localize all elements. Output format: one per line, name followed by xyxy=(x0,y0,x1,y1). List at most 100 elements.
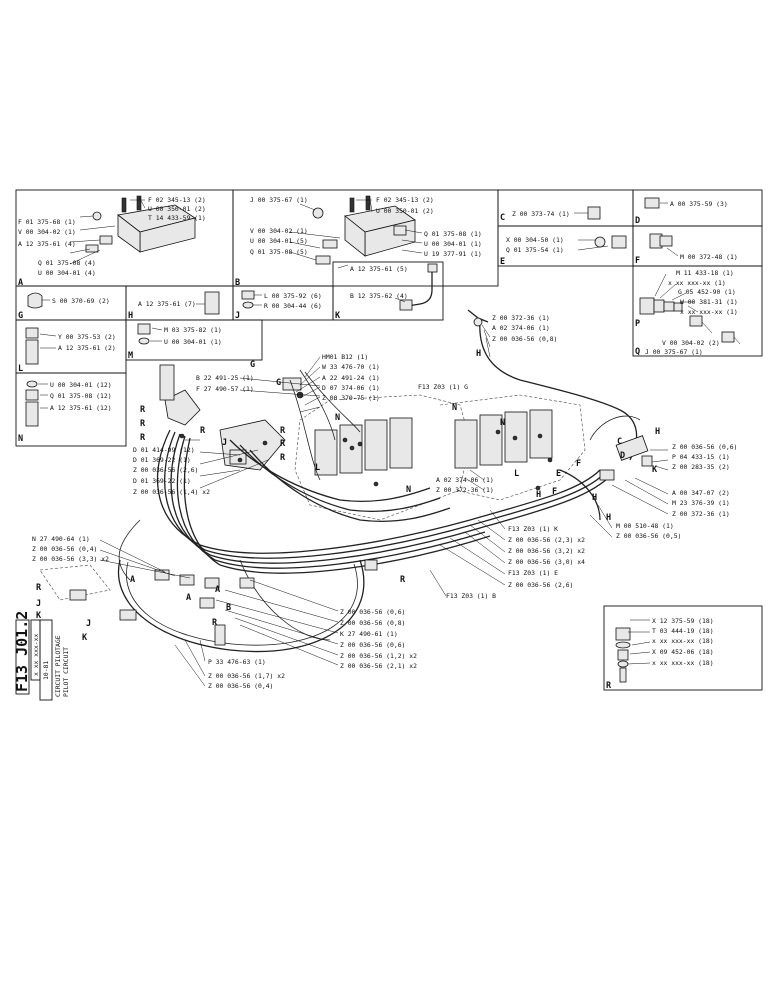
svg-text:U 19 377-91 (1): U 19 377-91 (1) xyxy=(424,250,482,258)
svg-text:A: A xyxy=(18,278,23,288)
inset-letters: A B C D E F G H J K L M N P Q R xyxy=(18,213,640,691)
svg-text:P 04 433-15 (1): P 04 433-15 (1) xyxy=(672,453,730,461)
svg-text:V 00 304-02 (2): V 00 304-02 (2) xyxy=(662,339,720,347)
svg-text:H: H xyxy=(128,311,133,321)
svg-text:Z 00 372-36 (1): Z 00 372-36 (1) xyxy=(436,486,494,494)
svg-text:A 12 375-61 (7): A 12 375-61 (7) xyxy=(138,300,196,308)
svg-text:U 00 350-01 (2): U 00 350-01 (2) xyxy=(376,207,434,215)
svg-text:Z 00 036-56 (1,2) x2: Z 00 036-56 (1,2) x2 xyxy=(340,652,417,660)
svg-text:Z 00 370-75 (1): Z 00 370-75 (1) xyxy=(322,394,380,402)
svg-text:R: R xyxy=(280,426,286,436)
svg-text:P 33 476-63 (1): P 33 476-63 (1) xyxy=(208,658,266,666)
svg-text:R: R xyxy=(200,426,206,436)
inset-j: L 00 375-92 (6) R 00 304-44 (6) xyxy=(241,290,322,310)
svg-text:K: K xyxy=(36,611,42,621)
svg-text:Z 00 372-36 (1): Z 00 372-36 (1) xyxy=(672,510,730,518)
svg-text:J: J xyxy=(86,619,91,629)
inset-q: J 00 375-67 (1) xyxy=(645,348,703,356)
svg-text:D: D xyxy=(620,451,625,461)
svg-text:Z 00 373-74 (1): Z 00 373-74 (1) xyxy=(512,210,570,218)
svg-text:F13 Z03 (1) K: F13 Z03 (1) K xyxy=(508,525,558,533)
svg-text:M 23 376-39 (1): M 23 376-39 (1) xyxy=(672,499,730,507)
svg-text:K: K xyxy=(335,311,341,321)
svg-text:U 00 304-01 (5): U 00 304-01 (5) xyxy=(250,237,308,245)
inset-n: U 00 304-01 (12) Q 01 375-08 (12) A 12 3… xyxy=(25,380,112,427)
svg-text:J 00 375-67 (1): J 00 375-67 (1) xyxy=(250,196,308,204)
svg-text:J: J xyxy=(235,311,240,321)
inset-g: S 00 370-69 (2) xyxy=(27,292,110,309)
svg-text:R: R xyxy=(280,439,286,449)
inset-a: F 02 345-13 (2) U 00 350-01 (2) T 14 433… xyxy=(18,195,206,277)
svg-text:B: B xyxy=(226,603,231,613)
svg-text:B 22 491-25 (1): B 22 491-25 (1) xyxy=(196,374,254,382)
svg-text:Z 00 036-56 (2,3) x2: Z 00 036-56 (2,3) x2 xyxy=(508,536,585,544)
svg-text:X 00 304-50 (1): X 00 304-50 (1) xyxy=(506,236,564,244)
svg-text:A 00 347-07 (2): A 00 347-07 (2) xyxy=(672,489,730,497)
mid-callouts: A 02 374-06 (1) Z 00 372-36 (1) F13 Z03 … xyxy=(436,476,585,600)
svg-text:F13 Z03 (1) E: F13 Z03 (1) E xyxy=(508,569,558,577)
inset-b: J 00 375-67 (1) F 02 345-13 (2) U 00 350… xyxy=(250,195,482,273)
right-callouts: Z 00 036-56 (0,6) P 04 433-15 (1) Z 00 2… xyxy=(616,443,737,540)
inset-c: Z 00 373-74 (1) xyxy=(512,206,601,220)
title-fr: CIRCUIT PILOTAGE xyxy=(54,635,62,697)
top-right-callouts: Z 00 372-36 (1) A 02 374-06 (1) Z 00 036… xyxy=(492,314,557,343)
svg-text:H: H xyxy=(592,493,597,503)
svg-text:A 22 491-24 (1): A 22 491-24 (1) xyxy=(322,374,380,382)
svg-text:Q 01 375-08 (12): Q 01 375-08 (12) xyxy=(50,392,112,400)
svg-text:Z 00 036-56 (0,8): Z 00 036-56 (0,8) xyxy=(340,619,405,627)
svg-text:x xx xxx-xx (18): x xx xxx-xx (18) xyxy=(652,637,714,645)
svg-text:Q 01 375-08 (1): Q 01 375-08 (1) xyxy=(424,230,482,238)
svg-text:F 27 490-57 (1): F 27 490-57 (1) xyxy=(196,385,254,393)
svg-text:D 01 369-22 (1): D 01 369-22 (1) xyxy=(133,477,191,485)
inset-p: M 11 433-18 (1) x xx xxx-xx (1) G 05 452… xyxy=(639,269,741,347)
svg-text:T 03 444-19 (18): T 03 444-19 (18) xyxy=(652,627,714,635)
svg-text:Z 00 036-56 (2,1) x2: Z 00 036-56 (2,1) x2 xyxy=(340,662,417,670)
svg-text:R: R xyxy=(280,453,286,463)
svg-text:J: J xyxy=(36,599,41,609)
inset-grid xyxy=(15,189,763,691)
svg-text:D 07 374-06 (1): D 07 374-06 (1) xyxy=(322,384,380,392)
svg-text:A 02 374-06 (1): A 02 374-06 (1) xyxy=(492,324,550,332)
svg-text:H: H xyxy=(476,349,481,359)
svg-text:R: R xyxy=(606,681,612,691)
svg-text:J 00 375-67 (1): J 00 375-67 (1) xyxy=(645,348,703,356)
svg-text:R: R xyxy=(140,433,146,443)
svg-text:Q 01 375-08 (5): Q 01 375-08 (5) xyxy=(250,248,308,256)
position-letters: G G R R R R R R R J L N N R N N H L E F … xyxy=(36,349,660,643)
svg-text:L 00 375-92 (6): L 00 375-92 (6) xyxy=(264,292,322,300)
title-block: F13 J01.2 x xx xxx-xx 10-81 CIRCUIT PILO… xyxy=(13,611,70,701)
svg-text:F: F xyxy=(576,459,581,469)
inset-r: X 12 375-59 (18) T 03 444-19 (18) x xx x… xyxy=(615,617,714,683)
svg-text:J: J xyxy=(222,438,227,448)
svg-text:Z 00 036-56 (0,6): Z 00 036-56 (0,6) xyxy=(340,641,405,649)
inset-f: M 00 372-48 (1) xyxy=(649,233,738,261)
svg-text:A 12 375-61 (5): A 12 375-61 (5) xyxy=(350,265,408,273)
svg-text:H: H xyxy=(606,513,611,523)
sheet-reference: F13 J01.2 xyxy=(13,611,31,692)
svg-text:K: K xyxy=(652,465,658,475)
svg-text:K 27 490-61 (1): K 27 490-61 (1) xyxy=(340,630,398,638)
svg-text:A 12 375-61 (2): A 12 375-61 (2) xyxy=(58,344,116,352)
svg-text:N: N xyxy=(335,413,340,423)
svg-text:Z 00 036-56 (0,6): Z 00 036-56 (0,6) xyxy=(340,608,405,616)
svg-text:Y 00 375-53 (2): Y 00 375-53 (2) xyxy=(58,333,116,341)
svg-text:A: A xyxy=(130,575,135,585)
svg-text:Q: Q xyxy=(635,347,640,357)
svg-text:x xx xxx-xx (18): x xx xxx-xx (18) xyxy=(652,659,714,667)
svg-text:K: K xyxy=(82,633,88,643)
svg-text:M: M xyxy=(128,351,133,361)
svg-text:N: N xyxy=(406,485,411,495)
svg-text:D: D xyxy=(635,216,640,226)
svg-text:M 00 510-48 (1): M 00 510-48 (1) xyxy=(616,522,674,530)
svg-text:Z 00 036-56 (0,4): Z 00 036-56 (0,4) xyxy=(208,682,273,690)
svg-text:R: R xyxy=(400,575,406,585)
svg-text:A 02 374-06 (1): A 02 374-06 (1) xyxy=(436,476,494,484)
svg-text:V 00 304-02 (1): V 00 304-02 (1) xyxy=(18,228,76,236)
inset-e: X 00 304-50 (1) Q 01 375-54 (1) xyxy=(506,235,627,254)
svg-text:F13 Z03 (1) G: F13 Z03 (1) G xyxy=(418,383,468,391)
svg-text:H: H xyxy=(536,490,541,500)
svg-text:W 00 381-31 (1): W 00 381-31 (1) xyxy=(680,298,738,306)
svg-text:D 01 414-99 (12): D 01 414-99 (12) xyxy=(133,446,195,454)
inset-k: B 12 375-62 (4) xyxy=(350,263,438,311)
